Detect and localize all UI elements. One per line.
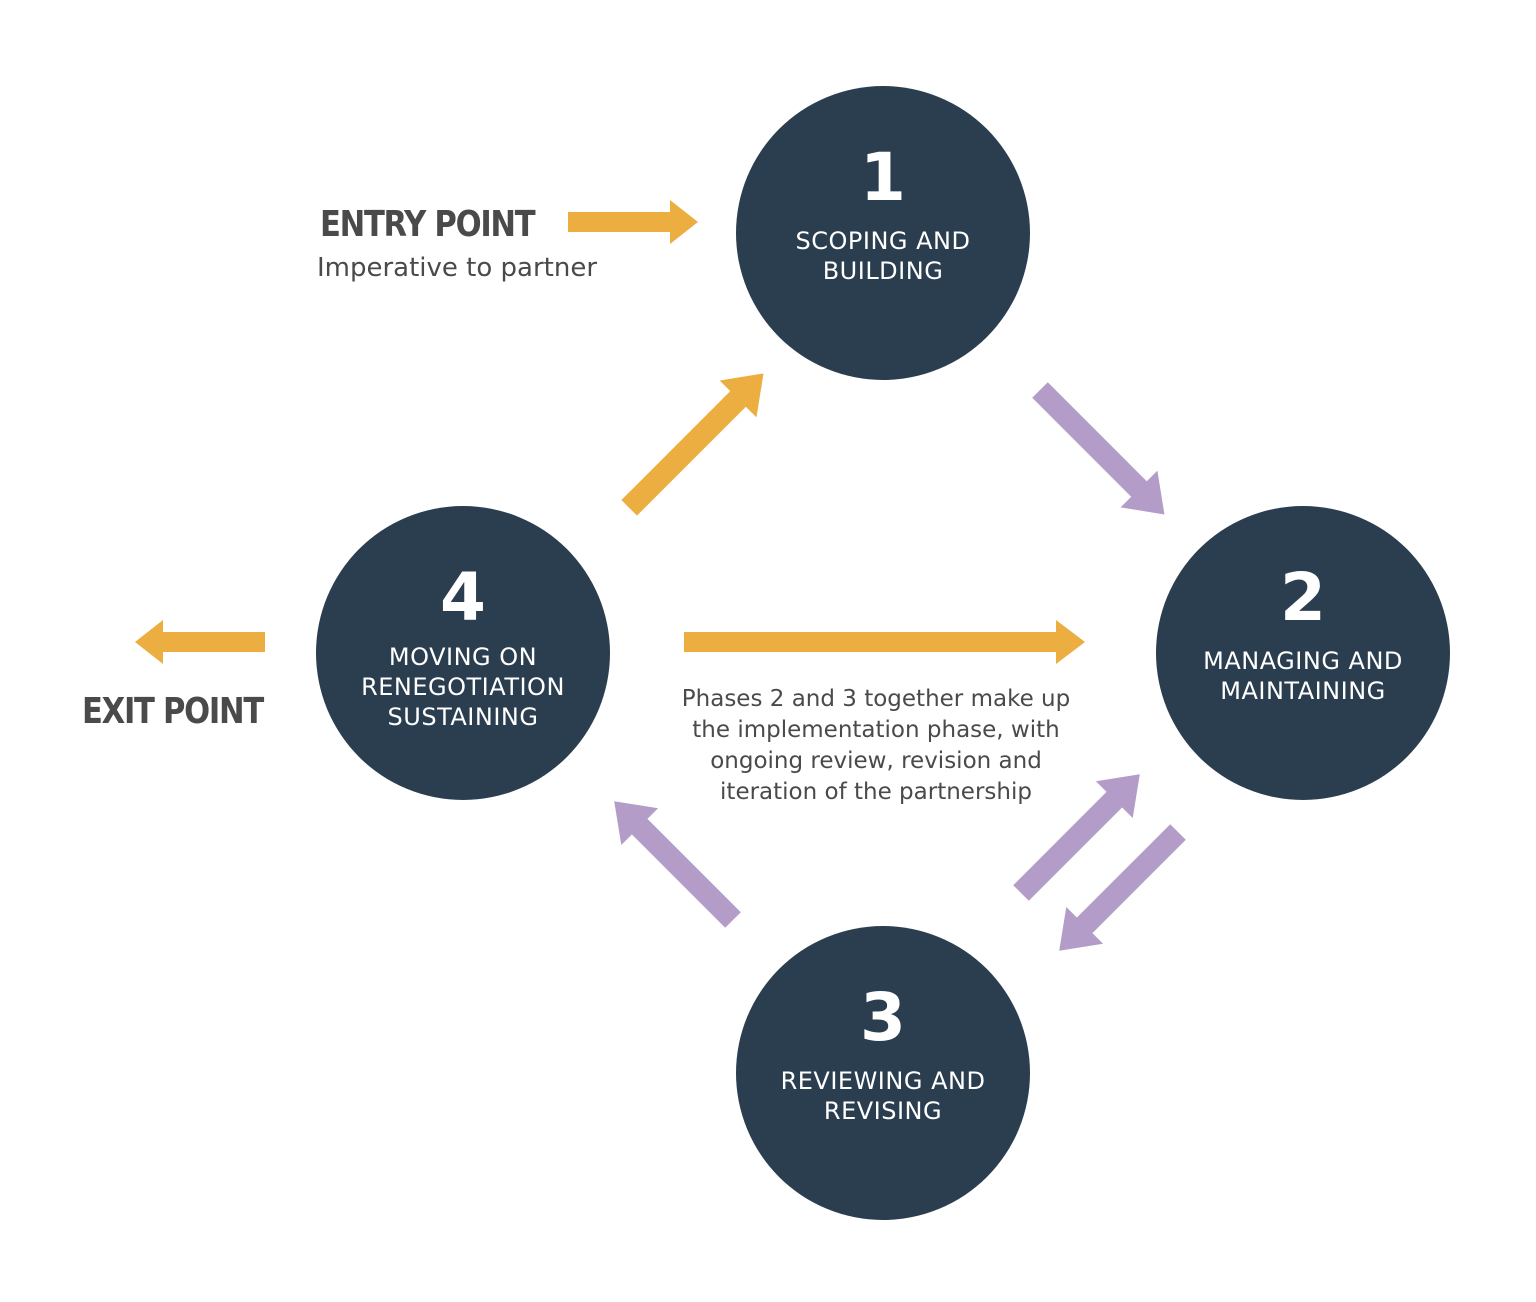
arrow-4-to-1 [621,373,764,516]
arrow-3-to-4 [614,801,741,928]
entry-point-title: ENTRY POINT [320,204,536,245]
phase-3-circle: 3 REVIEWING AND REVISING [736,926,1030,1220]
entry-arrow [568,200,698,244]
phase-1-circle: 1 SCOPING AND BUILDING [736,86,1030,380]
arrow-3-to-2 [1013,774,1140,901]
note-line: iteration of the partnership [720,779,1032,805]
phase-4-number: 4 [440,559,486,636]
note-line: ongoing review, revision and [710,748,1042,774]
arrow-2-to-3 [1059,824,1186,951]
phase-1-number: 1 [860,139,906,216]
arrow-4-to-2 [684,620,1085,664]
phase-4-circle: 4 MOVING ON RENEGOTIATION SUSTAINING [316,506,610,800]
phase-2-number: 2 [1280,559,1326,636]
phase-2-label: MANAGING AND MAINTAINING [1203,647,1403,705]
phase-3-label: REVIEWING AND REVISING [780,1067,986,1125]
exit-point-title: EXIT POINT [82,691,264,732]
phase-2-circle: 2 MANAGING AND MAINTAINING [1156,506,1450,800]
entry-point-subtitle: Imperative to partner [317,253,598,283]
exit-arrow [135,620,265,664]
arrow-1-to-2 [1032,382,1165,515]
note-line: the implementation phase, with [692,717,1060,743]
phase-4-label: MOVING ON RENEGOTIATION SUSTAINING [361,643,565,731]
phase-1-label: SCOPING AND BUILDING [795,227,971,285]
phase-3-number: 3 [860,979,906,1056]
implementation-note: Phases 2 and 3 together make up the impl… [636,684,1116,808]
note-line: Phases 2 and 3 together make up [681,686,1071,712]
